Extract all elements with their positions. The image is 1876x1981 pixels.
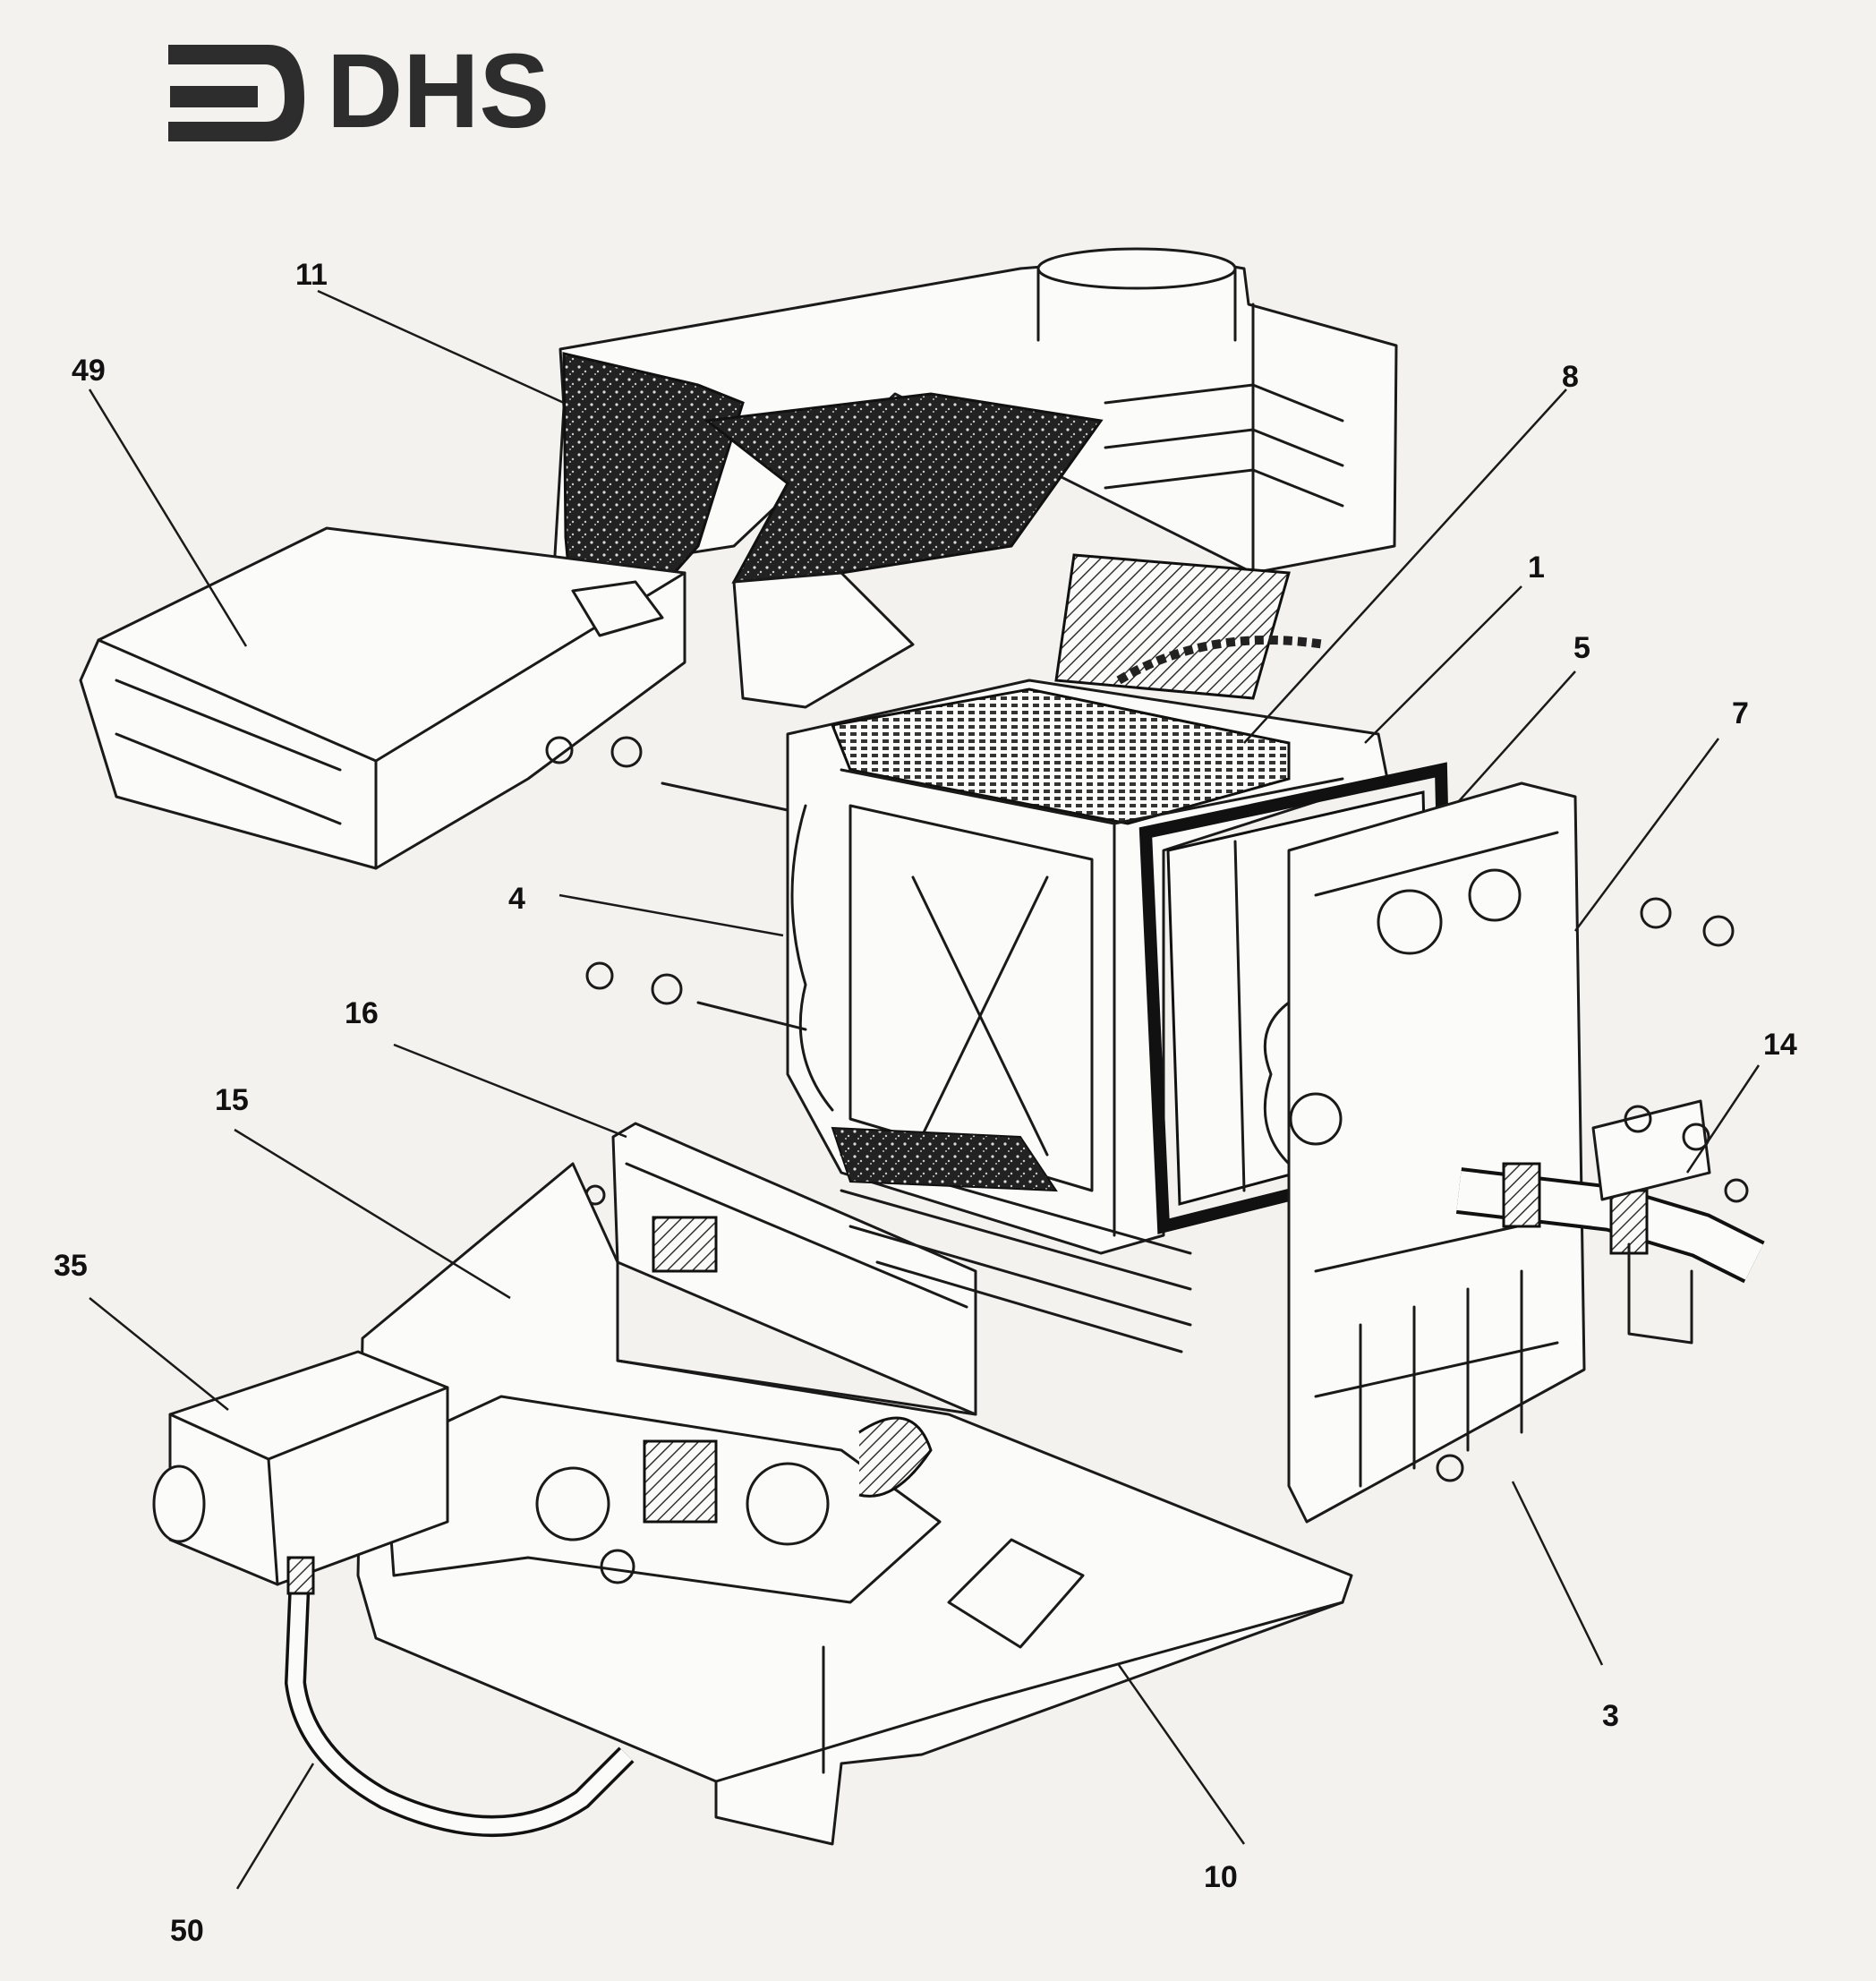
callout-4: 4: [508, 882, 525, 916]
part-3-back-plate: [1263, 781, 1586, 1524]
gas-valve-assembly: [383, 1395, 942, 1604]
callout-1: 1: [1528, 551, 1545, 585]
part-50-pipe: [284, 1556, 635, 1837]
part-11-flue-hood: [553, 247, 1398, 709]
dhs-logo: DHS: [168, 32, 550, 150]
callout-7: 7: [1732, 696, 1749, 730]
leader-lines: [88, 289, 1761, 1890]
part-16-burner-plate: [584, 1122, 977, 1416]
part-49-casing-top: [79, 526, 686, 870]
callout-labels: 11 49 8 1 5 7 4 16 15 14 35 3 10 50: [54, 258, 1797, 1948]
callout-14: 14: [1763, 1028, 1797, 1062]
fasteners-left: [545, 736, 807, 1031]
part-1-heat-exchanger: [786, 553, 1389, 1255]
part-35-control-box: [152, 1350, 449, 1586]
callout-3: 3: [1602, 1699, 1619, 1733]
callout-15: 15: [215, 1083, 249, 1117]
callout-11: 11: [295, 258, 328, 292]
callout-8: 8: [1562, 360, 1579, 394]
logo-text: DHS: [327, 32, 550, 150]
callout-50: 50: [170, 1914, 204, 1948]
callout-35: 35: [54, 1249, 88, 1283]
callout-49: 49: [72, 354, 106, 388]
burner-bars: [831, 1126, 1192, 1353]
callout-5: 5: [1573, 631, 1590, 665]
callout-16: 16: [345, 996, 379, 1030]
callout-10: 10: [1204, 1860, 1238, 1894]
fasteners-right: [1624, 897, 1749, 1203]
part-14-water-pipe: [1455, 1099, 1765, 1345]
